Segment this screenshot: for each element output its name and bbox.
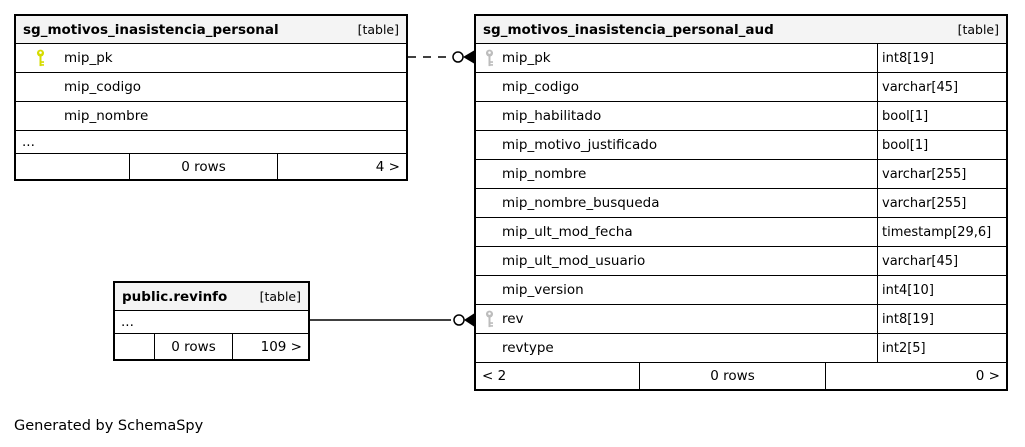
table-row[interactable]: ... — [16, 131, 406, 154]
table-row[interactable]: mip_nombre — [16, 102, 406, 131]
table-title: sg_motivos_inasistencia_personal_aud — [483, 21, 774, 38]
column-name: mip_nombre — [64, 108, 149, 124]
table-row[interactable]: rev int8[19] — [476, 305, 1006, 334]
key-slot — [476, 252, 502, 270]
column-name: mip_pk — [64, 50, 113, 66]
column-name: rev — [502, 311, 524, 327]
table-header[interactable]: sg_motivos_inasistencia_personal_aud [ta… — [476, 16, 1006, 44]
table-type-badge: [table] — [957, 22, 999, 37]
key-slot — [476, 78, 502, 96]
column-type: int8[19] — [877, 305, 1006, 333]
row-count: 0 rows — [130, 154, 278, 179]
column-name: ... — [22, 134, 35, 150]
column-list: ... — [115, 311, 308, 334]
primary-key-icon — [485, 49, 493, 67]
table-footer: 0 rows 4 > — [16, 154, 406, 179]
table-row[interactable]: mip_nombre varchar[255] — [476, 160, 1006, 189]
column-type: bool[1] — [877, 131, 1006, 159]
key-slot — [476, 223, 502, 241]
column-name: revtype — [502, 340, 554, 356]
column-type: int8[19] — [877, 44, 1006, 72]
related-count: 4 > — [375, 158, 400, 175]
column-name: ... — [121, 314, 134, 330]
primary-key-icon — [485, 310, 493, 328]
primary-key-icon — [36, 49, 44, 67]
column-name: mip_version — [502, 282, 584, 298]
column-type: varchar[255] — [877, 189, 1006, 217]
column-name: mip_codigo — [502, 79, 580, 95]
column-type: int4[10] — [877, 276, 1006, 304]
table-title: public.revinfo — [122, 288, 228, 305]
footer-left — [115, 334, 155, 359]
column-type: int2[5] — [877, 334, 1006, 362]
key-slot — [476, 49, 502, 67]
table-row[interactable]: mip_ult_mod_usuario varchar[45] — [476, 247, 1006, 276]
generator-credit: Generated by SchemaSpy — [14, 418, 204, 434]
table-footer: 0 rows 109 > — [115, 334, 308, 359]
key-slot — [476, 339, 502, 357]
column-type: varchar[45] — [877, 73, 1006, 101]
column-name: mip_ult_mod_fecha — [502, 224, 633, 240]
column-list: mip_pk mip_codigo mip_nombre — [16, 44, 406, 154]
related-count: 0 > — [975, 368, 1000, 384]
key-slot — [16, 49, 64, 67]
table-row[interactable]: mip_pk int8[19] — [476, 44, 1006, 73]
table-row[interactable]: mip_ult_mod_fecha timestamp[29,6] — [476, 218, 1006, 247]
table-footer: < 2 0 rows 0 > — [476, 363, 1006, 389]
table-row[interactable]: mip_version int4[10] — [476, 276, 1006, 305]
column-type: varchar[255] — [877, 160, 1006, 188]
table-row[interactable]: mip_codigo — [16, 73, 406, 102]
table-type-badge: [table] — [357, 22, 399, 37]
column-name: mip_motivo_justificado — [502, 137, 658, 153]
table-row[interactable]: mip_pk — [16, 44, 406, 73]
column-name: mip_habilitado — [502, 108, 602, 124]
column-name: mip_nombre_busqueda — [502, 195, 660, 211]
table-public-revinfo[interactable]: public.revinfo [table] ... 0 rows 109 > — [113, 281, 310, 361]
row-count: 0 rows — [155, 334, 233, 359]
column-list: mip_pk int8[19] mip_codigo varchar[45] m — [476, 44, 1006, 363]
column-name: mip_pk — [502, 50, 551, 66]
row-count: 0 rows — [640, 363, 826, 389]
column-name: mip_nombre — [502, 166, 587, 182]
key-slot — [16, 78, 64, 96]
table-sg-motivos-inasistencia-personal[interactable]: sg_motivos_inasistencia_personal [table]… — [14, 14, 408, 181]
key-slot — [476, 136, 502, 154]
parents-count: < 2 — [476, 363, 640, 389]
table-header[interactable]: sg_motivos_inasistencia_personal [table] — [16, 16, 406, 44]
table-row[interactable]: mip_codigo varchar[45] — [476, 73, 1006, 102]
key-slot — [476, 165, 502, 183]
table-sg-motivos-inasistencia-personal-aud[interactable]: sg_motivos_inasistencia_personal_aud [ta… — [474, 14, 1008, 391]
key-slot — [476, 194, 502, 212]
related-count: 109 > — [260, 338, 302, 355]
column-type: timestamp[29,6] — [877, 218, 1006, 246]
table-header[interactable]: public.revinfo [table] — [115, 283, 308, 311]
table-row[interactable]: mip_motivo_justificado bool[1] — [476, 131, 1006, 160]
column-name: mip_codigo — [64, 79, 142, 95]
footer-left — [16, 154, 130, 179]
table-row[interactable]: mip_nombre_busqueda varchar[255] — [476, 189, 1006, 218]
column-name: mip_ult_mod_usuario — [502, 253, 646, 269]
column-type: varchar[45] — [877, 247, 1006, 275]
key-slot — [476, 281, 502, 299]
table-type-badge: [table] — [259, 289, 301, 304]
key-slot — [476, 310, 502, 328]
key-slot — [16, 107, 64, 125]
fk-connector-implied-dashed — [408, 50, 474, 64]
column-type: bool[1] — [877, 102, 1006, 130]
table-row[interactable]: revtype int2[5] — [476, 334, 1006, 363]
table-title: sg_motivos_inasistencia_personal — [23, 21, 279, 38]
table-row[interactable]: mip_habilitado bool[1] — [476, 102, 1006, 131]
key-slot — [476, 107, 502, 125]
fk-connector-revinfo — [310, 313, 474, 327]
table-row[interactable]: ... — [115, 311, 308, 334]
